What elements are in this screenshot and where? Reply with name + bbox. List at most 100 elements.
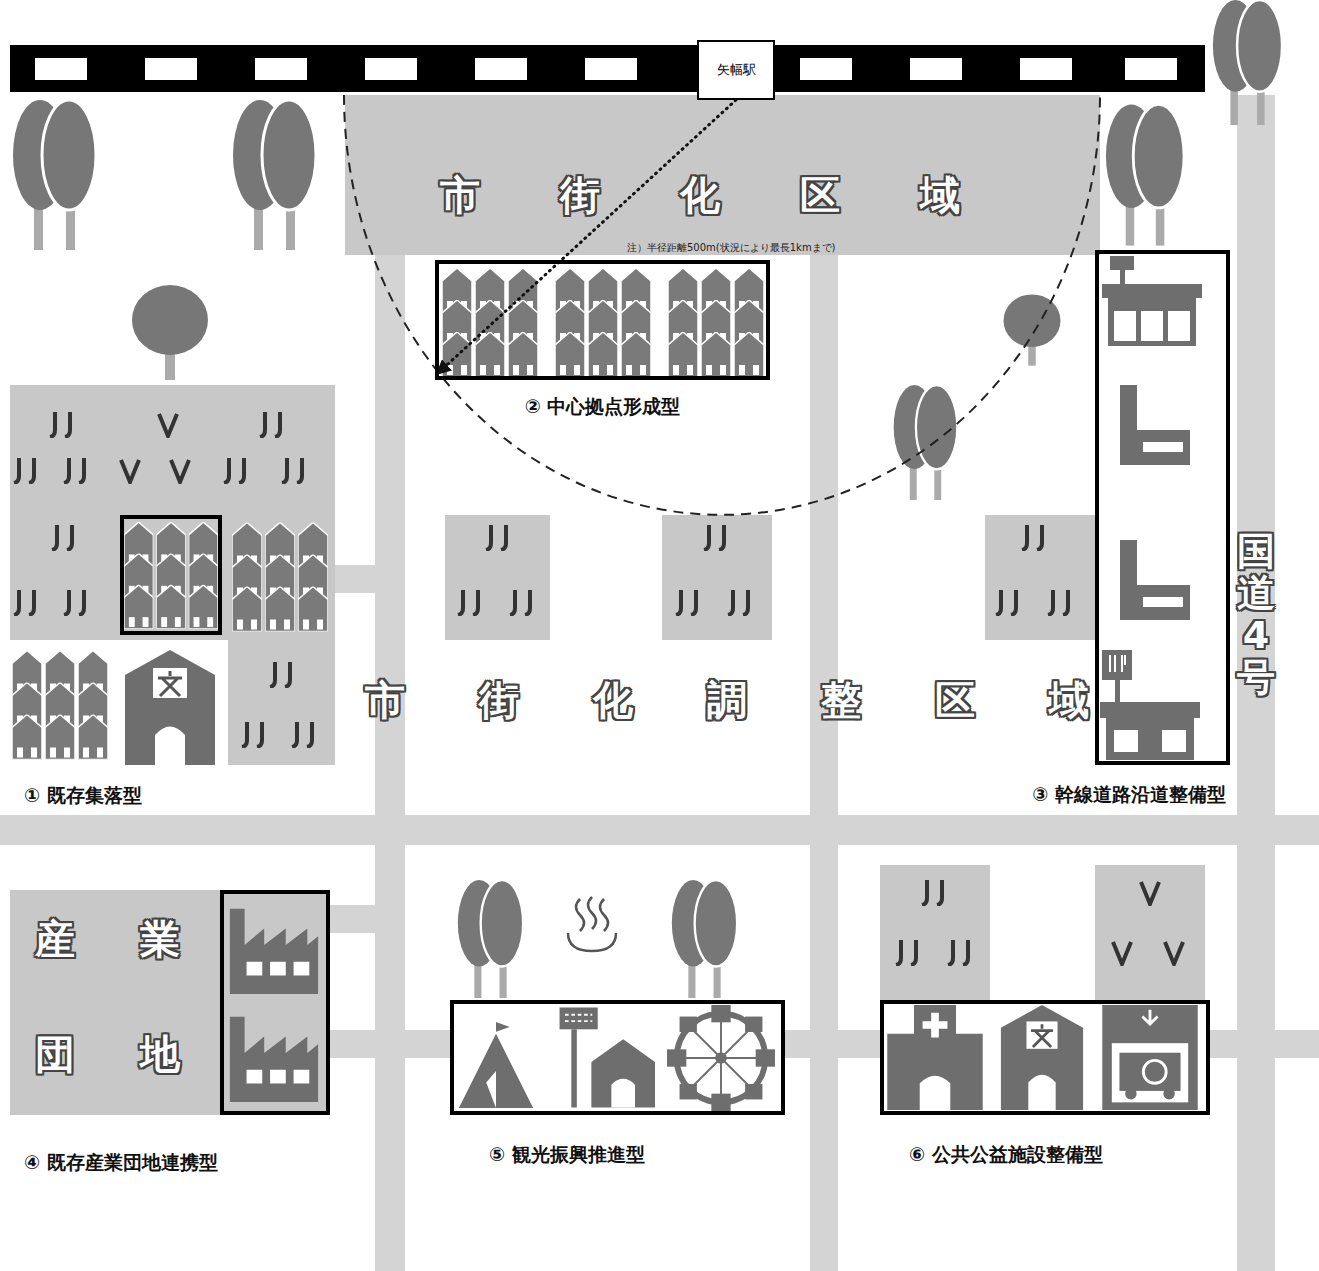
road: [0, 95, 1319, 1271]
paddy-symbol-part: [1022, 525, 1042, 550]
type-label: ⑤ 観光振興推進型: [489, 1142, 645, 1168]
facility-icon-part: [568, 897, 616, 951]
facility-icon-part: [1120, 385, 1190, 465]
house-cluster-part: [555, 268, 651, 377]
paddy-symbol-part: [486, 525, 506, 550]
road-part: [785, 1030, 880, 1058]
railway-part: [10, 45, 1205, 92]
dotted-arrow: [437, 100, 736, 374]
paddy-symbol-part: [224, 458, 244, 483]
type-box: ⑤ 観光振興推進型: [450, 1000, 785, 1115]
field-symbol-part: [1141, 882, 1159, 904]
tree: [13, 0, 1282, 998]
facility-icon: [125, 256, 1202, 1111]
land-block-part: [10, 385, 335, 640]
railway-part-part: [1020, 58, 1072, 80]
paddy-symbol-part: [242, 722, 262, 747]
railway-part-part: [475, 58, 527, 80]
paddy-symbol-part: [14, 458, 34, 483]
facility-icon-part: [125, 650, 215, 765]
tree-part: [894, 385, 958, 500]
railway-part-part: [365, 58, 417, 80]
facility-icon-part: [1001, 1005, 1083, 1110]
facility-icon-part: [667, 1005, 775, 1111]
paddy-symbol-part: [292, 722, 312, 747]
industrial-park-block: 産業団地④ 既存産業団地連携型: [10, 890, 330, 1115]
road-part: [330, 1030, 450, 1058]
paddy-symbol-part: [52, 525, 72, 550]
paddy-symbol-part: [896, 940, 916, 965]
radius-circle: [344, 95, 1100, 515]
type-label: ② 中心拠点形成型: [525, 394, 681, 420]
facility-icon-part: [459, 1022, 533, 1108]
radius-note: 注）半径距離500m(状況により最長1kmまで): [627, 241, 836, 255]
land-block-part: [228, 640, 335, 765]
tree-part: [672, 880, 737, 998]
land-block-part: [1095, 865, 1205, 1000]
railway-part: [35, 58, 1177, 80]
road-part: [0, 815, 1319, 845]
field-symbol-part: [1113, 942, 1131, 964]
paddy-symbol-part: [50, 412, 70, 437]
station-name: 矢幅駅: [699, 42, 773, 98]
facility-icon-part: [1120, 540, 1190, 620]
road-part: [810, 255, 838, 1271]
house-cluster-part: [232, 523, 328, 632]
tree-part: [132, 285, 208, 380]
land-block-part: [662, 515, 772, 640]
type-label: ① 既存集落型: [24, 783, 142, 809]
land-block-part: [445, 515, 550, 640]
paddy-symbol-part: [704, 525, 724, 550]
paddy-symbol-part: [282, 458, 302, 483]
field-symbol-part: [171, 460, 189, 482]
tree-part: [1004, 294, 1061, 365]
tree-part: [1106, 104, 1184, 245]
paddy-symbol-part: [64, 458, 84, 483]
house-cluster-part: [668, 268, 764, 377]
type-label: ③ 幹線道路沿道整備型: [1032, 782, 1226, 808]
road-part: [1210, 1030, 1319, 1058]
railway-part-part: [145, 58, 197, 80]
land-block-part: [985, 515, 1095, 640]
paddy-symbol-part: [948, 940, 968, 965]
railway-part-part: [1125, 58, 1177, 80]
paddy-symbol-part: [996, 590, 1016, 615]
type-box: ① 既存集落型: [120, 515, 222, 635]
tree-part: [13, 100, 96, 250]
road-name: 国道4号: [1237, 531, 1275, 698]
paddy-symbol-part: [922, 880, 942, 905]
station-box: 矢幅駅: [697, 40, 775, 100]
field-symbol-part: [159, 414, 177, 436]
paddy-symbol-part: [14, 590, 34, 615]
facility-icon-part: [560, 1008, 655, 1108]
railway-part-part: [585, 58, 637, 80]
field-symbol-part: [1165, 942, 1183, 964]
paddy-symbol-part: [510, 590, 530, 615]
paddy-symbol-part: [260, 412, 280, 437]
road-part: [375, 255, 405, 1271]
tree-part: [458, 880, 523, 998]
paddy-symbol-part: [458, 590, 478, 615]
field-symbol-part: [121, 460, 139, 482]
road-part: [1237, 95, 1275, 1271]
type-label: ④ 既存産業団地連携型: [24, 1150, 218, 1176]
railway-part-part: [800, 58, 852, 80]
land-block-part: [345, 95, 1100, 255]
paddy-symbol-part: [64, 590, 84, 615]
house-cluster-part: [12, 651, 108, 760]
tree-part: [1213, 0, 1282, 125]
house-cluster-part: [124, 522, 218, 629]
railway-part-part: [910, 58, 962, 80]
type-label: ⑥ 公共公益施設整備型: [909, 1142, 1103, 1168]
area-title: 市街化区域: [440, 168, 1040, 223]
facility-icon-part: [1102, 1005, 1197, 1110]
facility-icon-part: [1102, 256, 1202, 346]
paddy-symbol-part: [1048, 590, 1068, 615]
paddy-symbol-part: [728, 590, 748, 615]
paddy-symbol-part: [676, 590, 696, 615]
land-block-part: [880, 865, 990, 1000]
railway: [10, 45, 1205, 92]
facility-icon-part: [887, 1005, 982, 1110]
field-symbol: [121, 414, 1183, 964]
